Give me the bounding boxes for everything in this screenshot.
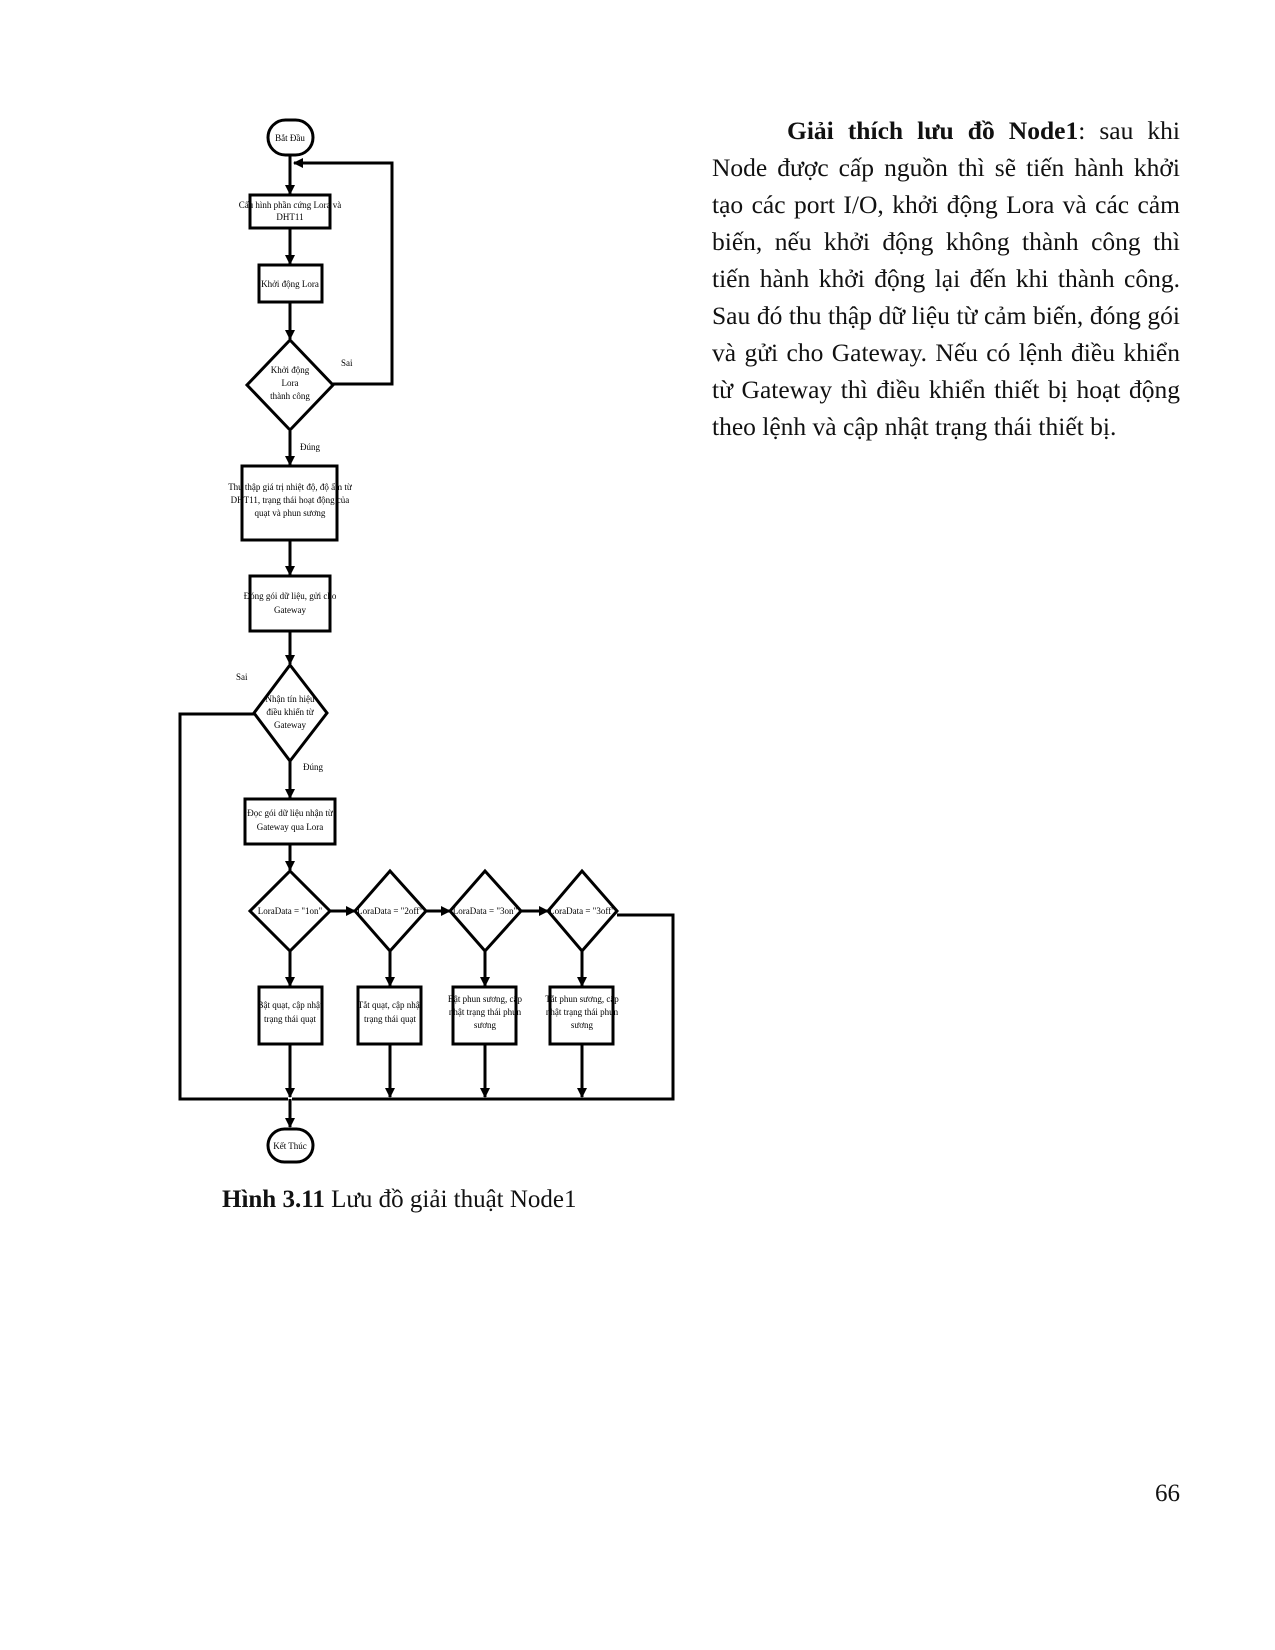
svg-text:DHT11, trạng thái hoạt động củ: DHT11, trạng thái hoạt động của bbox=[231, 495, 350, 505]
svg-text:Khởi động: Khởi động bbox=[271, 365, 310, 375]
true-label: Đúng bbox=[300, 442, 320, 452]
cond3-label: LoraData = "3on" bbox=[453, 906, 518, 916]
svg-text:Bật quạt, cập nhật: Bật quạt, cập nhật bbox=[258, 1000, 323, 1010]
svg-text:Lora: Lora bbox=[282, 378, 299, 388]
receive-decision: Nhận tín hiệu điều khiển từ Gateway bbox=[252, 662, 329, 764]
mist-on-process: Bật phun sương, cập nhật trạng thái phun… bbox=[448, 985, 523, 1046]
cond1-label: LoraData = "1on" bbox=[258, 906, 323, 916]
svg-text:nhật trạng thái phun: nhật trạng thái phun bbox=[546, 1007, 619, 1017]
svg-text:Đọc gói dữ liệu nhận từ: Đọc gói dữ liệu nhận từ bbox=[247, 808, 334, 818]
fan-on-process: Bật quạt, cập nhật trạng thái quạt bbox=[257, 985, 324, 1046]
config-hardware-process: Cấu hình phần cứng Lora và DHT11 bbox=[239, 193, 342, 230]
svg-text:Tắt phun sương, cập: Tắt phun sương, cập bbox=[545, 994, 619, 1004]
svg-text:trạng thái quạt: trạng thái quạt bbox=[264, 1014, 316, 1024]
fan-off-process: Tắt quạt, cập nhật trạng thái quạt bbox=[356, 985, 423, 1046]
read-data-process: Đọc gói dữ liệu nhận từ Gateway qua Lora bbox=[243, 797, 337, 846]
flow-connectors bbox=[178, 156, 675, 1128]
true-label-2: Đúng bbox=[303, 762, 323, 772]
init-lora-label: Khởi động Lora bbox=[261, 279, 319, 289]
svg-text:nhật trạng thái phun: nhật trạng thái phun bbox=[449, 1007, 522, 1017]
svg-text:Bật phun sương, cập: Bật phun sương, cập bbox=[448, 994, 523, 1004]
svg-text:Tắt quạt, cập nhật: Tắt quạt, cập nhật bbox=[358, 1000, 423, 1010]
svg-text:thành công: thành công bbox=[270, 391, 310, 401]
svg-text:điều khiển từ: điều khiển từ bbox=[266, 707, 314, 717]
condition-2off-decision: LoraData = "2off" bbox=[353, 868, 429, 954]
svg-text:Cấu hình phần cứng Lora và: Cấu hình phần cứng Lora và bbox=[239, 200, 342, 210]
cond2-label: LoraData = "2off" bbox=[357, 906, 423, 916]
condition-3off-decision: LoraData = "3off" bbox=[546, 868, 619, 954]
pack-send-process: Đóng gói dữ liệu, gửi cho Gateway bbox=[244, 574, 337, 633]
collect-data-process: Thu thập giá trị nhiệt độ, độ ẩm từ DHT1… bbox=[228, 464, 353, 542]
flowchart: Bắt Đầu Cấu hình phần cứng Lora và DHT11… bbox=[178, 118, 675, 1164]
condition-1on-decision: LoraData = "1on" bbox=[247, 868, 333, 954]
explanation-body: : sau khi Node được cấp nguồn thì sẽ tiế… bbox=[712, 116, 1180, 441]
end-label: Kết Thúc bbox=[273, 1141, 307, 1151]
page-number: 66 bbox=[1155, 1480, 1180, 1507]
flowchart-explanation: Giải thích lưu đồ Node1: sau khi Node đư… bbox=[712, 112, 1180, 445]
end-terminal: Kết Thúc bbox=[266, 1127, 315, 1164]
svg-text:DHT11: DHT11 bbox=[276, 212, 303, 222]
false-label: Sai bbox=[341, 358, 353, 368]
svg-text:sương: sương bbox=[474, 1020, 497, 1030]
lora-ok-decision: Khởi động Lora thành công bbox=[244, 337, 336, 433]
start-terminal: Bắt Đầu bbox=[266, 118, 315, 157]
figure-caption: Hình 3.11 Lưu đồ giải thuật Node1 bbox=[222, 1186, 577, 1214]
svg-text:Thu thập giá trị nhiệt độ, độ: Thu thập giá trị nhiệt độ, độ ẩm từ bbox=[228, 482, 353, 492]
svg-text:Nhận tín hiệu: Nhận tín hiệu bbox=[266, 694, 315, 704]
figure-label: Hình 3.11 bbox=[222, 1186, 325, 1213]
svg-text:quạt và phun sương: quạt và phun sương bbox=[255, 508, 326, 518]
svg-text:Gateway qua Lora: Gateway qua Lora bbox=[257, 822, 323, 832]
svg-text:sương: sương bbox=[571, 1020, 594, 1030]
mist-off-process: Tắt phun sương, cập nhật trạng thái phun… bbox=[545, 985, 619, 1046]
svg-text:Đóng gói dữ liệu, gửi cho: Đóng gói dữ liệu, gửi cho bbox=[244, 591, 337, 601]
svg-text:Gateway: Gateway bbox=[274, 605, 306, 615]
false-label-2: Sai bbox=[236, 672, 248, 682]
cond4-label: LoraData = "3off" bbox=[549, 906, 615, 916]
figure-title: Lưu đồ giải thuật Node1 bbox=[331, 1186, 577, 1213]
init-lora-process: Khởi động Lora bbox=[257, 263, 324, 304]
explanation-heading: Giải thích lưu đồ Node1 bbox=[787, 116, 1079, 145]
svg-text:Gateway: Gateway bbox=[274, 720, 306, 730]
start-label: Bắt Đầu bbox=[275, 133, 305, 143]
condition-3on-decision: LoraData = "3on" bbox=[448, 868, 524, 954]
svg-text:trạng thái quạt: trạng thái quạt bbox=[364, 1014, 416, 1024]
